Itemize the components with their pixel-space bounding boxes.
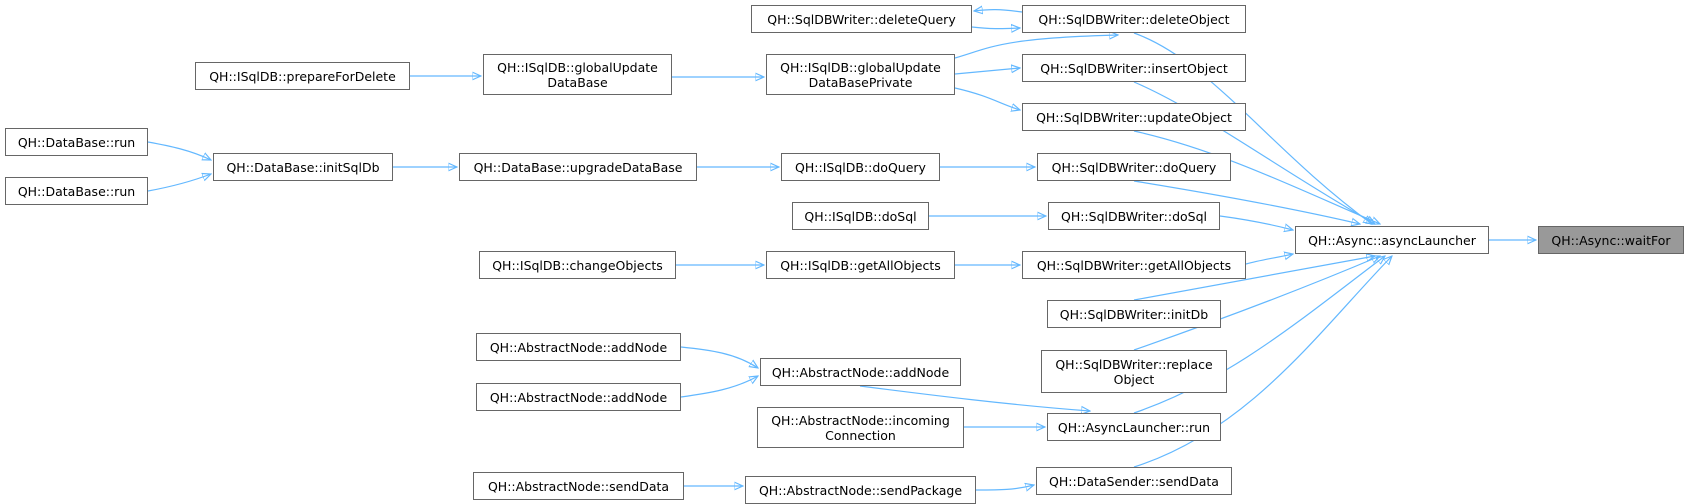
node-database-run-2[interactable]: QH::DataBase::run: [5, 177, 148, 205]
edge-doquery-asynclauncher: [1133, 180, 1360, 224]
node-abstractnode-addnode-1[interactable]: QH::AbstractNode::addNode: [476, 333, 681, 361]
node-waitfor: QH::Async::waitFor: [1538, 226, 1684, 254]
node-sqldbwriter-dosql[interactable]: QH::SqlDBWriter::doSql: [1048, 202, 1220, 230]
edge-replaceobject-asynclauncher: [1133, 256, 1380, 351]
edge-deletequery-deleteobject: [971, 27, 1020, 29]
edge-dosql-asynclauncher: [1219, 215, 1293, 230]
node-asynclauncher-run[interactable]: QH::AsyncLauncher::run: [1047, 413, 1221, 441]
node-sqldbwriter-getallobjects[interactable]: QH::SqlDBWriter::getAllObjects: [1022, 251, 1246, 279]
node-sqldbwriter-deleteobject[interactable]: QH::SqlDBWriter::deleteObject: [1022, 5, 1246, 33]
node-sqldbwriter-initdb[interactable]: QH::SqlDBWriter::initDb: [1047, 300, 1221, 328]
edge-initdb-asynclauncher: [1133, 256, 1375, 301]
node-isqldb-dosql[interactable]: QH::ISqlDB::doSql: [792, 202, 929, 230]
node-sqldbwriter-updateobject[interactable]: QH::SqlDBWriter::updateObject: [1022, 103, 1246, 131]
node-isqldb-globalupdatedatabaseprivate[interactable]: QH::ISqlDB::globalUpdate DataBasePrivate: [766, 54, 955, 95]
edge-updateobject-asynclauncher: [1133, 130, 1380, 224]
edge-insertobject-asynclauncher: [1133, 81, 1375, 224]
edge-dbrun1-initsqldb: [147, 141, 211, 160]
edge-addnode1-addnode: [680, 346, 758, 368]
edge-getallobjects-asynclauncher: [1245, 254, 1293, 265]
edge-gudbprivate-deleteobject: [954, 35, 1118, 59]
edge-senddata-asynclauncher: [1133, 256, 1392, 468]
edge-addnode-alrun: [859, 385, 1090, 411]
edge-dbrun2-initsqldb: [147, 174, 211, 192]
edge-addnode2-addnode: [680, 376, 758, 398]
node-abstractnode-incomingconnection[interactable]: QH::AbstractNode::incoming Connection: [757, 407, 964, 448]
node-isqldb-changeobjects[interactable]: QH::ISqlDB::changeObjects: [479, 251, 676, 279]
edge-sendpackage-senddata: [975, 485, 1034, 490]
node-isqldb-doquery[interactable]: QH::ISqlDB::doQuery: [781, 153, 940, 181]
node-abstractnode-senddata[interactable]: QH::AbstractNode::sendData: [473, 472, 684, 500]
edge-gudbprivate-insertobject: [954, 68, 1020, 75]
edge-gudbprivate-updateobject: [954, 87, 1020, 110]
node-abstractnode-addnode-2[interactable]: QH::AbstractNode::addNode: [476, 383, 681, 411]
node-sqldbwriter-insertobject[interactable]: QH::SqlDBWriter::insertObject: [1022, 54, 1246, 82]
node-abstractnode-addnode[interactable]: QH::AbstractNode::addNode: [760, 358, 961, 386]
edge-alrun-asynclauncher: [1133, 256, 1385, 414]
node-database-run-1[interactable]: QH::DataBase::run: [5, 128, 148, 156]
edge-deleteobject-deletequery: [974, 10, 1023, 12]
node-database-initsqldb[interactable]: QH::DataBase::initSqlDb: [213, 153, 393, 181]
node-sqldbwriter-doquery[interactable]: QH::SqlDBWriter::doQuery: [1037, 153, 1231, 181]
node-abstractnode-sendpackage[interactable]: QH::AbstractNode::sendPackage: [745, 476, 976, 504]
node-sqldbwriter-replaceobject[interactable]: QH::SqlDBWriter::replace Object: [1041, 350, 1227, 393]
node-isqldb-preparefordelete[interactable]: QH::ISqlDB::prepareForDelete: [195, 62, 410, 90]
node-asynclauncher[interactable]: QH::Async::asyncLauncher: [1295, 226, 1489, 254]
node-sqldbwriter-deletequery[interactable]: QH::SqlDBWriter::deleteQuery: [751, 5, 972, 33]
node-datasender-senddata[interactable]: QH::DataSender::sendData: [1036, 467, 1232, 495]
node-database-upgradedatabase[interactable]: QH::DataBase::upgradeDataBase: [459, 153, 697, 181]
node-isqldb-globalupdatedatabase[interactable]: QH::ISqlDB::globalUpdate DataBase: [483, 54, 672, 95]
node-isqldb-getallobjects[interactable]: QH::ISqlDB::getAllObjects: [766, 251, 955, 279]
